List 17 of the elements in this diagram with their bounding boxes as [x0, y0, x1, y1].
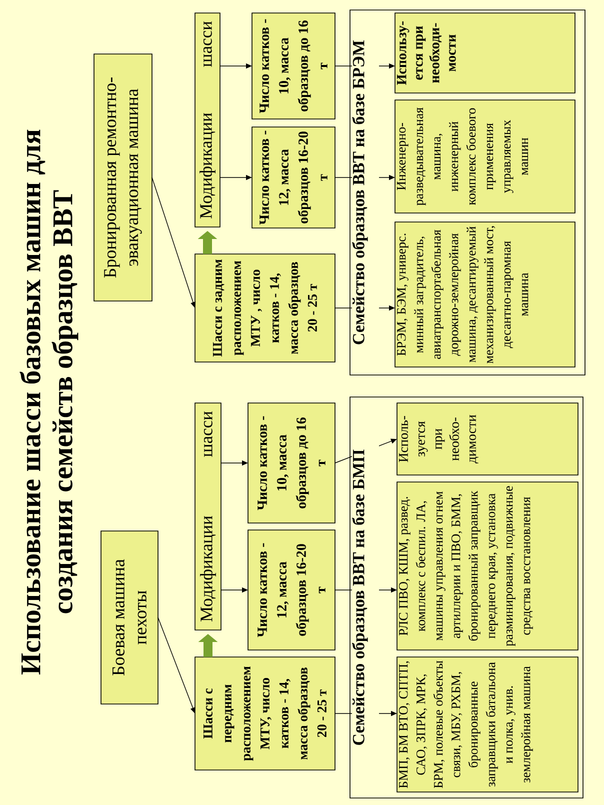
modifications-banner: Модификации шасси [194, 402, 222, 630]
title: Использование шасси базовых машин для создания семейств образцов ВВТ [20, 130, 78, 675]
variant-box: Число катков - 10, масса образцов до 16 т [248, 402, 336, 524]
vehicle-box: Бронированная ремонтно-эвакуационная машина [94, 54, 152, 302]
vehicle-box: Боевая машина пехоты [100, 530, 158, 704]
variant-box: Число катков - 10, масса образцов до 16 т [252, 12, 336, 120]
member-box: Использу-ется при необходи-мости [394, 12, 576, 94]
member-box: БМП, БМ ВТО, СПТП, САО, ЗПРК, МРК, БРМ, полевые объекты связи, МБУ, РХБМ, бронированные заправщики батальона и полка, унив. землеройная машина [396, 656, 578, 792]
variant-box: Число катков - 12, масса образцов 16-20 т [248, 530, 336, 650]
chassis-box: Шасси с задним расположением МТУ , число катков - 14, масса образцов 20 - 25 т [194, 254, 336, 362]
chassis-box: Шасси с передним расположением МТУ, число катков - 14, масса образцов 20 - 25 т [194, 656, 336, 770]
member-box: Исполь-зуется при необхо-димости [396, 402, 578, 476]
member-box: РЛС ПВО, КШМ, развед. комплекс с беспил. ЛА, машины управления огнем артиллерии и ПВО, БММ, бронированный заправщик переднего края, установка разминирования, подвижные средства восстановления [396, 482, 578, 650]
modifications-banner: Модификации шасси [194, 12, 220, 228]
variant-box: Число катков - 12, масса образцов 16-20 т [252, 126, 336, 228]
member-box: Инженерно-разведывательная машина, инженерный комплекс боевого применения управляемых машин [394, 100, 576, 214]
member-box: БРЭМ, БЭМ, универс. минный заградитель, авиатранспортабельная дорожно-землеройная машина, десантируемый механизированный мост, десантно-паромная машина [394, 222, 576, 368]
